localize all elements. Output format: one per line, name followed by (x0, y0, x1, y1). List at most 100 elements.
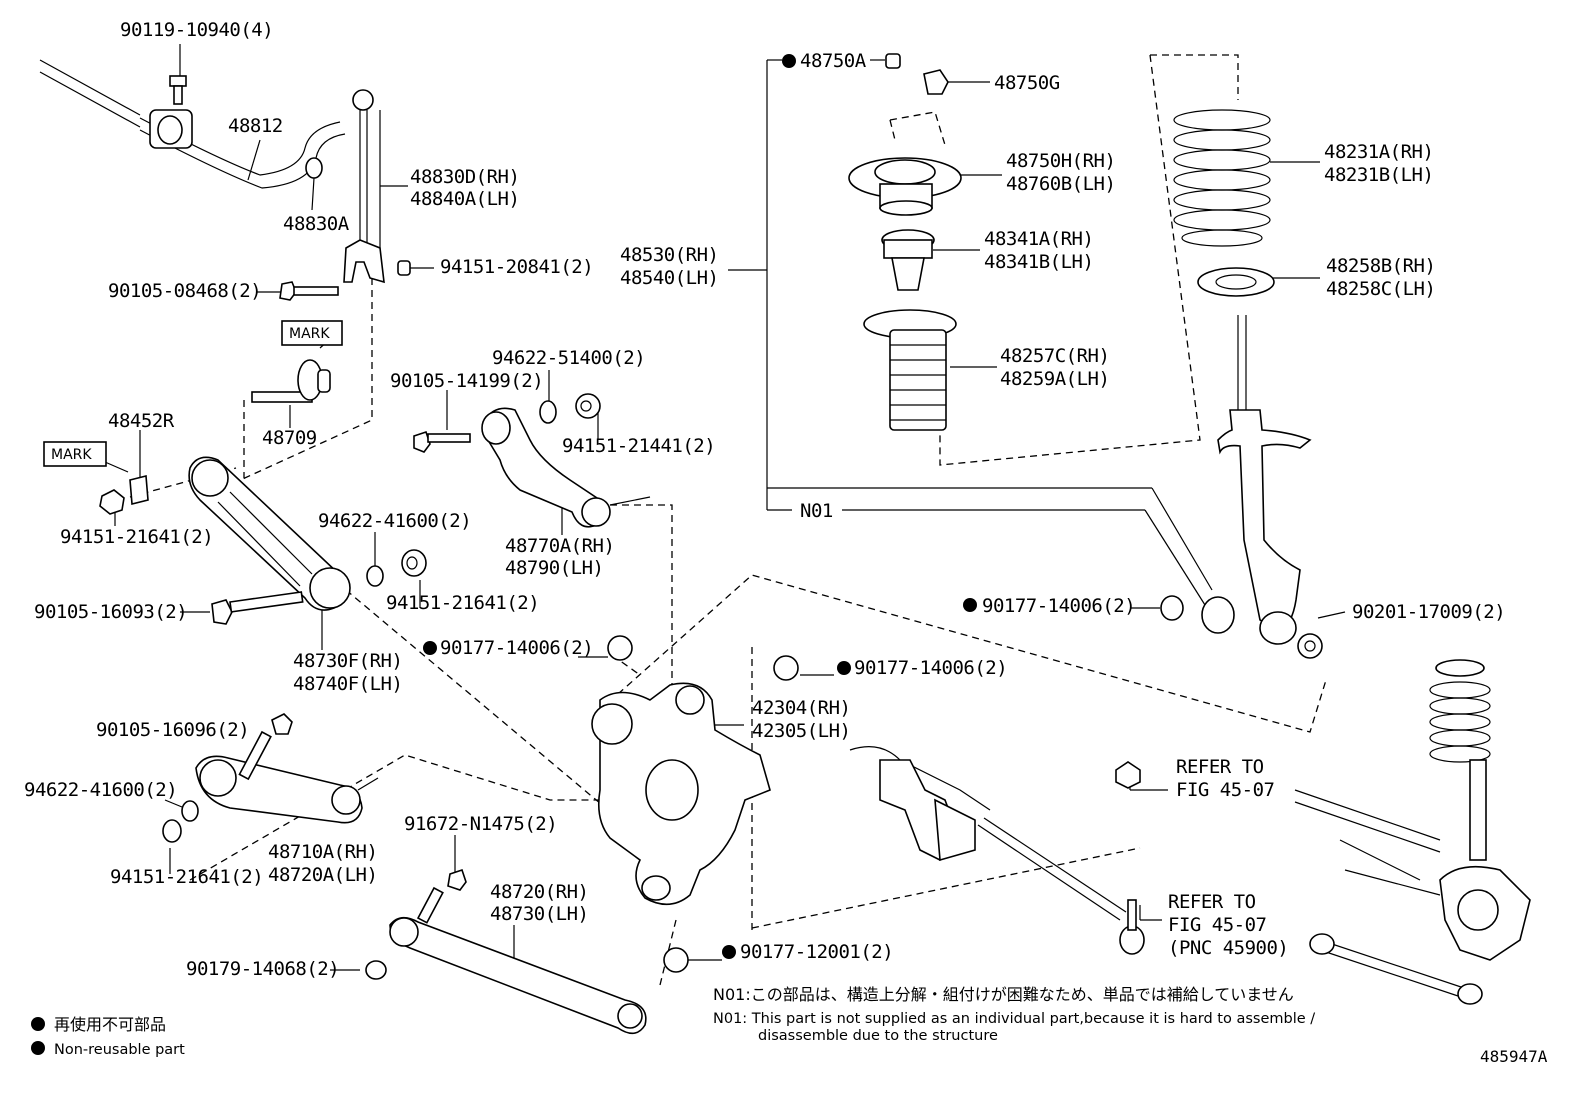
bushing-90177-12001 (663, 947, 689, 973)
label-42304: 42304(RH) (752, 697, 850, 719)
label-42305: 42305(LH) (752, 720, 850, 742)
label-48452R: 48452R (108, 410, 175, 432)
label-90105-16093: 90105-16093(2) (34, 601, 187, 623)
label-48750G: 48750G (994, 72, 1060, 94)
label-48740F: 48740F(LH) (293, 673, 402, 695)
nut-94151-21641-c (162, 819, 182, 843)
figure-id: 485947A (1480, 1047, 1548, 1066)
stabilizer-link-48830D (343, 89, 385, 284)
label-90201-17009: 90201-17009(2) (1352, 601, 1505, 623)
label-48830A: 48830A (283, 213, 350, 235)
label-refer-to-2: REFER TO (1168, 891, 1256, 913)
label-90177-14006-a: 90177-14006(2) (440, 637, 593, 659)
washer-94622-51400 (539, 400, 557, 424)
non-reusable-dot-48750A (782, 54, 796, 68)
legend-dot-en (31, 1041, 45, 1055)
label-90105-14199: 90105-14199(2) (390, 370, 543, 392)
label-94151-21641-a: 94151-21641(2) (60, 526, 213, 548)
rear-arm-48720 (389, 916, 647, 1035)
bolt-91672 (416, 868, 467, 924)
bolt-90105-16096 (238, 713, 293, 781)
nut-90179 (365, 960, 387, 980)
nut-refer-45-07 (1115, 761, 1141, 789)
label-48750H: 48750H(RH) (1006, 150, 1115, 172)
washer-94622-41600-b (181, 800, 199, 822)
assembly-view (1294, 659, 1531, 1005)
label-90179-14068: 90179-14068(2) (186, 958, 339, 980)
shock-absorber-N01 (1217, 315, 1312, 645)
label-48341B: 48341B(LH) (984, 251, 1093, 273)
legend-dot-jp (31, 1017, 45, 1031)
label-48730F: 48730F(RH) (293, 650, 402, 672)
notes: N01:この部品は、構造上分解・組付けが困難なため、単品では補給していません N… (713, 985, 1315, 1044)
note-n01-english-line2: disassemble due to the structure (758, 1028, 998, 1044)
label-90177-12001: 90177-12001(2) (740, 941, 893, 963)
bolt-90105-16093 (211, 591, 304, 625)
legend-english: Non-reusable part (54, 1042, 185, 1058)
mark-label-2: MARK (51, 447, 92, 463)
label-48258C: 48258C(LH) (1326, 278, 1435, 300)
knuckle-42304 (591, 682, 771, 906)
label-48730: 48730(LH) (490, 903, 588, 925)
nut-94151-21441 (575, 393, 601, 419)
label-94622-41600-a: 94622-41600(2) (318, 510, 471, 532)
mark-box-1: MARK (281, 320, 343, 346)
label-fig-45-07-2: FIG 45-07 (1168, 914, 1267, 936)
boot-48257C (863, 309, 957, 431)
label-48259A: 48259A(LH) (1000, 368, 1109, 390)
coil-spring-48231A (1173, 109, 1271, 247)
nut-94151-21641-b (401, 549, 427, 577)
nut-48830A (305, 157, 323, 179)
axle-shaft (849, 746, 1145, 955)
label-90177-14006-c: 90177-14006(2) (982, 595, 1135, 617)
label-48257C: 48257C(RH) (1000, 345, 1109, 367)
label-48812: 48812 (228, 115, 283, 137)
note-n01-english-line1: N01: This part is not supplied as an ind… (713, 1011, 1315, 1027)
part-labels: 90119-10940(4) 48812 48830A 48830D(RH) 4… (24, 19, 1506, 980)
washer-90201 (1297, 633, 1323, 659)
nut-94151-20841 (397, 260, 411, 276)
bushing-90177-14006-c (1160, 595, 1184, 621)
nut-48750A (885, 53, 901, 69)
non-reusable-dot-90177-c (963, 598, 977, 612)
label-94622-51400: 94622-51400(2) (492, 347, 645, 369)
lower-arm-48730F (188, 456, 351, 611)
label-94151-21641-c: 94151-21641(2) (110, 866, 263, 888)
label-48709: 48709 (262, 427, 317, 449)
label-94151-20841: 94151-20841(2) (440, 256, 593, 278)
nut-48750G (923, 69, 949, 95)
label-N01: N01 (800, 500, 833, 522)
non-reusable-dot-90177-a (423, 641, 437, 655)
label-48530: 48530(RH) (620, 244, 718, 266)
label-48750A: 48750A (800, 50, 867, 72)
mark-label-1: MARK (289, 326, 330, 342)
label-pnc-45900: (PNC 45900) (1168, 937, 1288, 959)
label-94151-21641-b: 94151-21641(2) (386, 592, 539, 614)
label-48840A: 48840A(LH) (410, 188, 519, 210)
label-48540: 48540(LH) (620, 267, 718, 289)
non-reusable-dot-90177-b (837, 661, 851, 675)
spring-seat-48258B (1197, 267, 1275, 297)
note-n01-japanese: N01:この部品は、構造上分解・組付けが困難なため、単品では補給していません (713, 985, 1294, 1004)
upper-arm-48770A (481, 407, 651, 528)
washer-94622-41600-a (366, 565, 384, 587)
label-48710A: 48710A(RH) (268, 841, 377, 863)
bolt-90119 (169, 75, 187, 105)
label-48231B: 48231B(LH) (1324, 164, 1433, 186)
label-48770A: 48770A(RH) (505, 535, 614, 557)
stabilizer-bar-48812 (39, 59, 346, 189)
cam-bolt-48709 (251, 359, 331, 403)
mark-box-2: MARK (43, 441, 107, 467)
label-94151-21441: 94151-21441(2) (562, 435, 715, 457)
bolt-90105-14199 (413, 430, 471, 453)
bolt-90105-08468 (279, 281, 339, 301)
cam-plate-48452R (129, 474, 149, 506)
nut-94151-21641-a (99, 489, 125, 515)
label-90105-08468: 90105-08468(2) (108, 280, 261, 302)
label-48258B: 48258B(RH) (1326, 255, 1435, 277)
label-48830D: 48830D(RH) (410, 166, 519, 188)
label-fig-45-07-1: FIG 45-07 (1176, 779, 1275, 801)
support-48750H (848, 157, 962, 216)
bushing-rubber (1201, 596, 1235, 634)
